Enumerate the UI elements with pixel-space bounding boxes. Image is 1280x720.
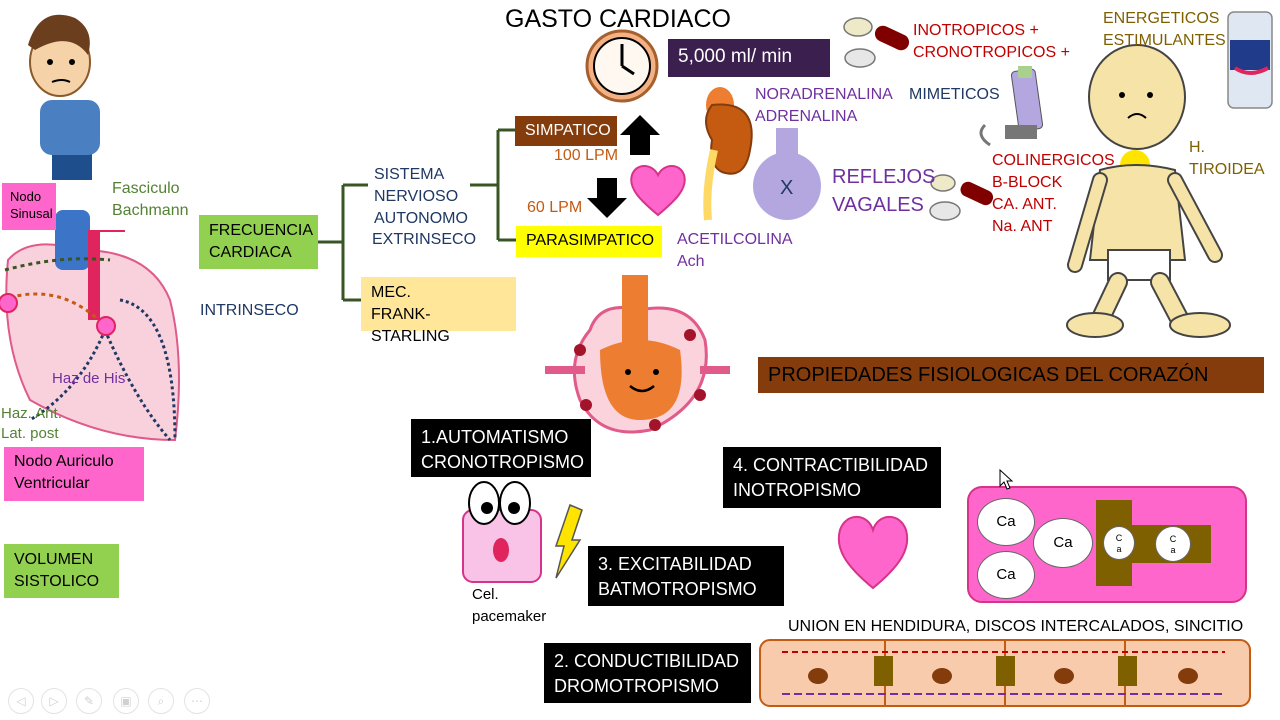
energeticos-label: ENERGETICOS ESTIMULANTES (1103, 10, 1226, 49)
heart-icon (630, 165, 686, 217)
heart-character-illustration (545, 275, 730, 434)
heart-conduction-illustration (0, 210, 180, 442)
calcium-ion-3: Ca (977, 551, 1035, 599)
haz-ant-label: Haz. Ant. Lat. post (1, 405, 62, 442)
pacemaker-cell-illustration (462, 481, 542, 583)
simpatico-box: SIMPATICO (515, 116, 617, 146)
contractibilidad-box: 4. CONTRACTIBILIDAD INOTROPISMO (723, 447, 941, 508)
zoom-button[interactable]: ⌕ (148, 688, 174, 714)
contractility-heart-icon (837, 515, 909, 590)
lpm-60-label: 60 LPM (527, 199, 583, 216)
pills-icon-bottom (929, 174, 994, 221)
clock-icon (585, 29, 659, 103)
parasimpatico-box: PARASIMPATICO (516, 226, 662, 257)
acetilcolina-label: ACETILCOLINA Ach (677, 231, 793, 270)
calcium-ion-small-2: C a (1155, 526, 1191, 562)
calcium-ion-1: Ca (977, 498, 1035, 546)
person-illustration (1066, 44, 1231, 338)
arrow-up-icon (620, 115, 660, 155)
lightning-icon (554, 503, 583, 579)
noradrenalina-label: NORADRENALINA ADRENALINA (755, 86, 893, 125)
haz-de-his-label: Haz de His (52, 370, 126, 387)
cartoon-man-illustration (28, 14, 100, 180)
previous-slide-button[interactable]: ◁ (8, 688, 34, 714)
colinergicos-label: COLINERGICOS B-BLOCK CA. ANT. Na. ANT (992, 152, 1115, 235)
title: GASTO CARDIACO (505, 5, 731, 33)
cardiac-output-box: 5,000 ml/ min (668, 39, 830, 77)
mouse-cursor-icon (999, 468, 1014, 490)
pen-tool-button[interactable]: ✎ (76, 688, 102, 714)
properties-header: PROPIEDADES FISIOLOGICAS DEL CORAZÓN (758, 357, 1264, 393)
pills-icon-top (843, 17, 910, 68)
conductibilidad-box: 2. CONDUCTIBILIDAD DROMOTROPISMO (544, 643, 751, 703)
excitabilidad-box: 3. EXCITABILIDAD BATMOTROPISMO (588, 546, 784, 606)
flask-icon (753, 128, 821, 220)
calcium-ion-2: Ca (1033, 518, 1093, 568)
inotropicos-label: INOTROPICOS + CRONOTROPICOS + (913, 22, 1070, 61)
nodo-sinusal-label: Nodo Sinusal (2, 183, 56, 230)
pacemaker-label: Cel. pacemaker (472, 586, 547, 625)
intrinseco-label: INTRINSECO (200, 302, 299, 319)
reflejos-vagales-label: REFLEJOS VAGALES (832, 166, 936, 216)
energy-drink-can-icon (1227, 11, 1273, 109)
frank-starling-box: MEC. FRANK-STARLING (361, 277, 516, 345)
adrenal-kidney-illustration (703, 87, 753, 221)
lpm-100-label: 100 LPM (554, 147, 619, 164)
cardiac-muscle-strip (759, 639, 1251, 707)
tree-connectors (318, 128, 516, 302)
more-options-button[interactable]: ⋯ (184, 688, 210, 714)
automatismo-box: 1.AUTOMATISMO CRONOTROPISMO (411, 419, 591, 477)
nodo-av-label: Nodo Auriculo Ventricular (4, 447, 144, 501)
tiroidea-label: H. TIROIDEA (1189, 139, 1265, 178)
volumen-sistolico-label: VOLUMEN SISTOLICO (4, 544, 119, 598)
extrinseco-label: EXTRINSECO (372, 231, 477, 248)
calcium-ion-small-1: C a (1103, 526, 1135, 560)
arrow-down-icon (587, 178, 627, 218)
union-hendidura-label: UNION EN HENDIDURA, DISCOS INTERCALADOS,… (788, 618, 1244, 635)
inhaler-icon (979, 66, 1044, 147)
frecuencia-cardiaca-box: FRECUENCIA CARDIACA (199, 215, 318, 269)
sistema-nervioso-label: SISTEMA NERVIOSO AUTONOMO (374, 166, 468, 227)
inhibit-x-label: X (780, 177, 794, 199)
slide-sorter-button[interactable]: ▣ (113, 688, 139, 714)
next-slide-button[interactable]: ▷ (41, 688, 67, 714)
mimeticos-label: MIMETICOS (909, 86, 1000, 103)
fasciculo-label: Fasciculo Bachmann (112, 180, 189, 219)
